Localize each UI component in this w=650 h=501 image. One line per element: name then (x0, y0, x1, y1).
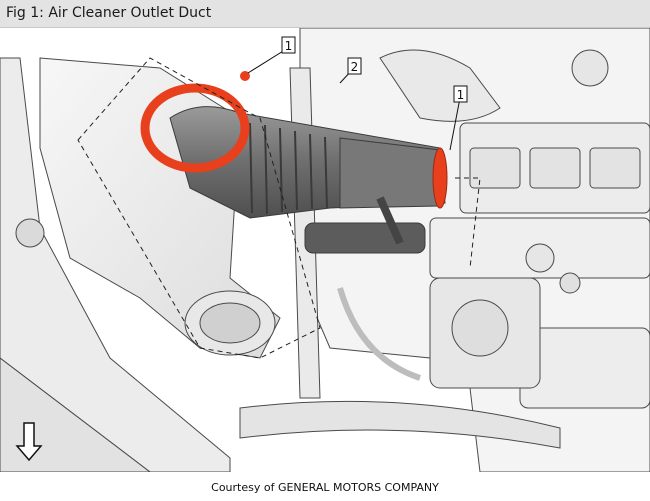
figure-title: Fig 1: Air Cleaner Outlet Duct (6, 5, 212, 21)
svg-text:2: 2 (351, 60, 359, 74)
callout-2: 2 (347, 57, 362, 75)
outlet-duct (169, 106, 446, 254)
svg-text:1: 1 (457, 88, 465, 102)
callout-1-right: 1 (453, 85, 468, 103)
engine-diagram: 1 2 1 (0, 28, 650, 472)
duct-clamps (140, 71, 448, 209)
sensor-connector (240, 71, 250, 81)
figure-credit: Courtesy of GENERAL MOTORS COMPANY (211, 481, 439, 494)
engine-components (239, 28, 650, 472)
callout-1-left: 1 (281, 36, 296, 54)
throttle-body-clamp (432, 147, 448, 209)
title-bar: Fig 1: Air Cleaner Outlet Duct (0, 0, 650, 28)
dashed-outline (77, 57, 321, 359)
svg-text:1: 1 (285, 39, 293, 53)
down-arrow-icon (15, 422, 43, 462)
radiator-support (0, 57, 231, 472)
housing-clamp (140, 83, 250, 173)
dashed-outline-right (455, 177, 481, 269)
